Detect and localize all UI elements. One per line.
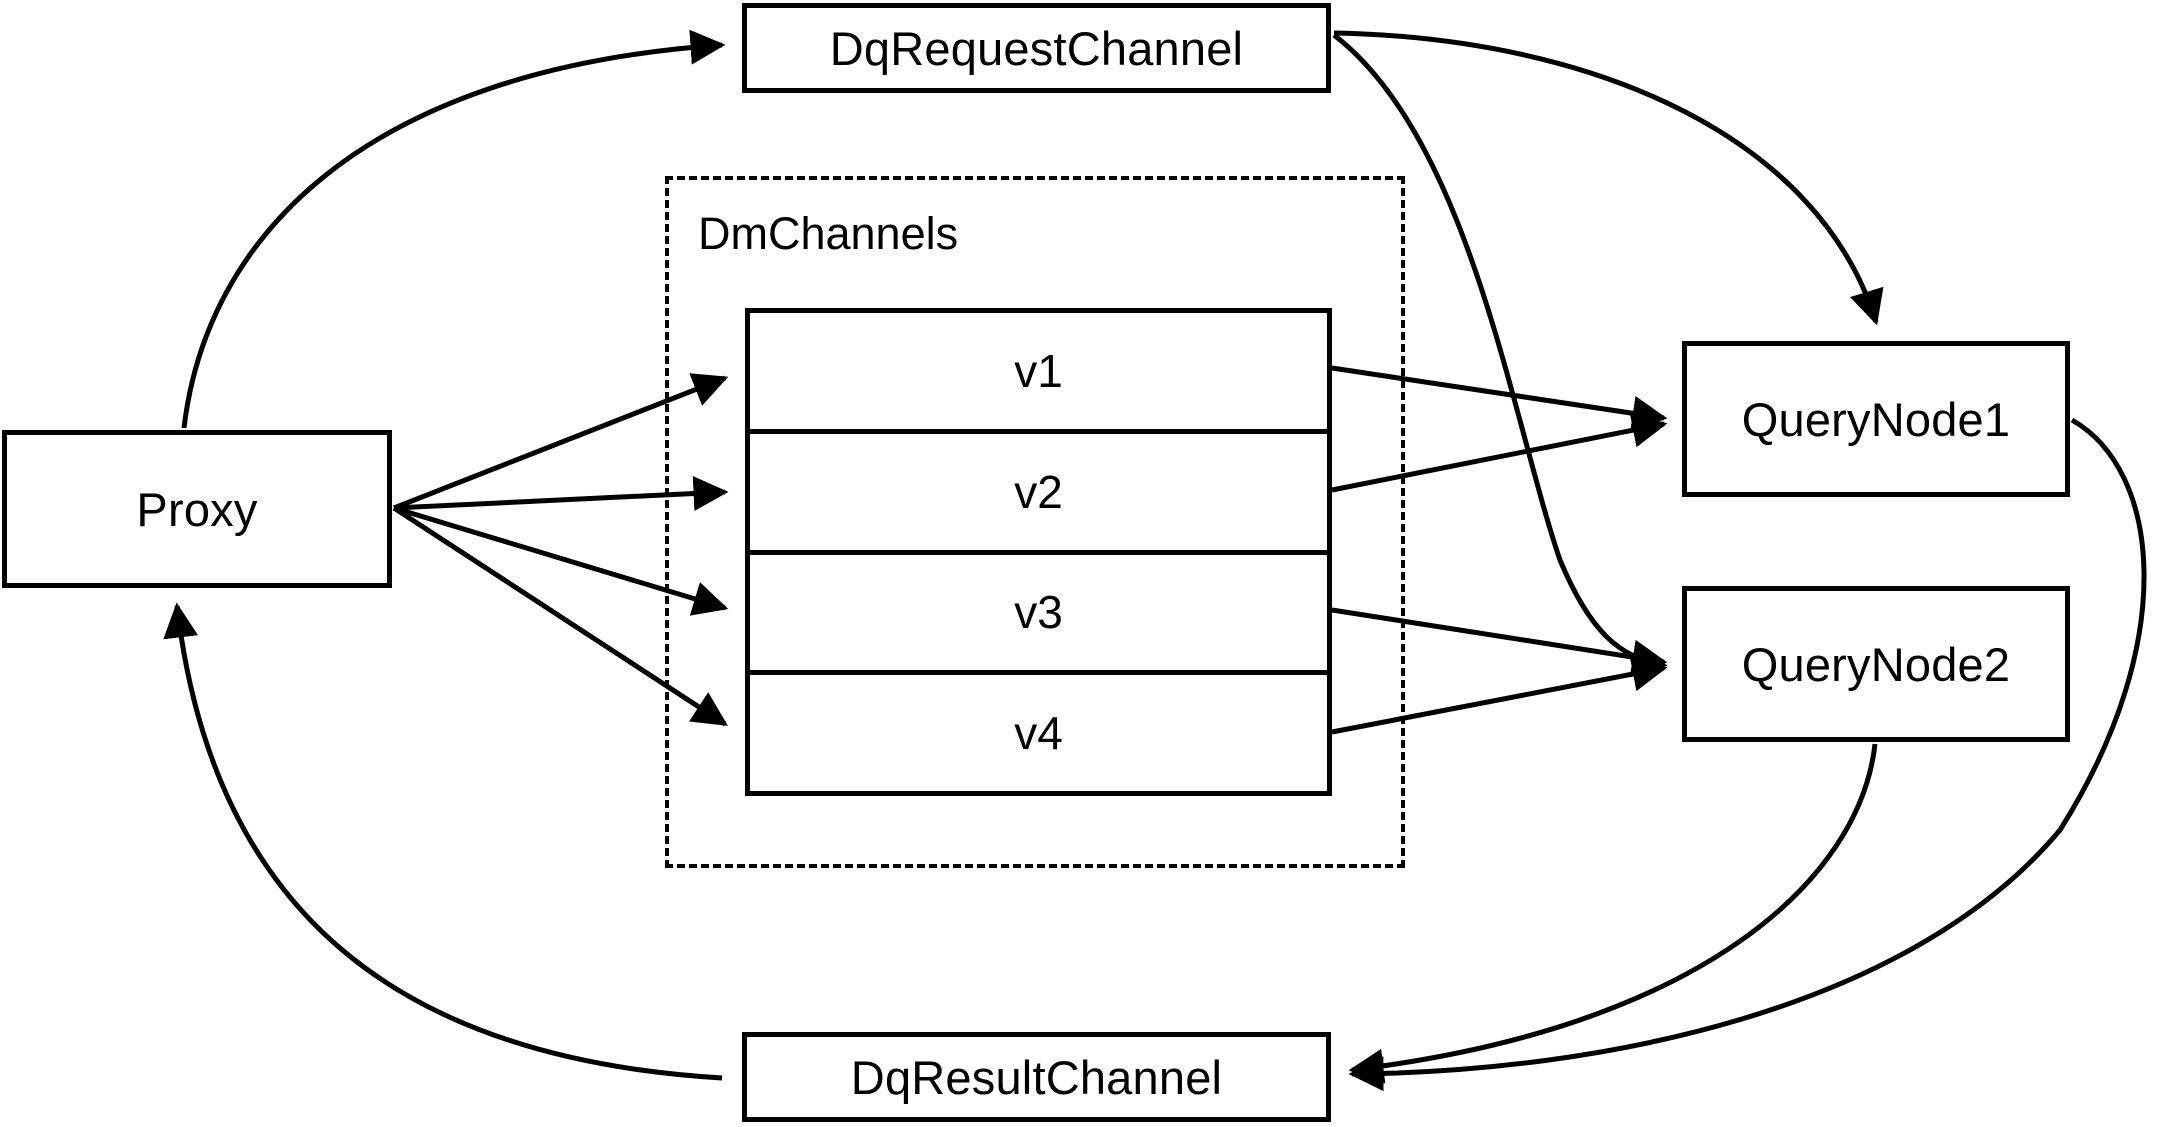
edge-querynode2-to-dq-result-channel <box>1348 743 1878 1084</box>
vchannel-label-v3: v3 <box>1014 586 1063 639</box>
node-dq-result-channel-label: DqResultChannel <box>850 1050 1223 1104</box>
edge-v3-to-querynode2 <box>1331 607 1668 675</box>
group-dm-channels <box>665 176 1405 868</box>
vchannel-label-v2: v2 <box>1014 465 1063 518</box>
edge-v4-to-querynode2 <box>1331 656 1668 735</box>
node-querynode1[interactable]: QueryNode1 <box>1682 341 2070 497</box>
vchannel-stack: v1 v2 v3 v4 <box>745 308 1332 796</box>
edge-proxy-to-v3 <box>393 505 729 616</box>
vchannel-row-v4[interactable]: v4 <box>750 675 1327 791</box>
edge-proxy-to-v2 <box>393 476 729 512</box>
edge-v2-to-querynode1 <box>1331 412 1668 493</box>
vchannel-label-v1: v1 <box>1014 344 1063 397</box>
edge-proxy-to-dq-request-channel <box>181 29 726 429</box>
node-querynode2-label: QueryNode2 <box>1741 637 2011 691</box>
node-proxy[interactable]: Proxy <box>2 430 392 588</box>
edge-dq-request-channel-to-querynode2 <box>1332 33 1668 678</box>
node-dq-request-channel-label: DqRequestChannel <box>829 21 1244 75</box>
vchannel-row-v1[interactable]: v1 <box>750 313 1327 434</box>
vchannel-label-v4: v4 <box>1014 707 1063 760</box>
group-dm-channels-label: DmChannels <box>698 208 959 259</box>
node-querynode2[interactable]: QueryNode2 <box>1682 586 2070 742</box>
edge-proxy-to-v1 <box>393 373 729 511</box>
edge-proxy-to-v4 <box>392 505 728 727</box>
node-proxy-label: Proxy <box>136 482 258 536</box>
node-dq-result-channel[interactable]: DqResultChannel <box>742 1032 1331 1122</box>
node-dq-request-channel[interactable]: DqRequestChannel <box>742 3 1331 93</box>
vchannel-row-v2[interactable]: v2 <box>750 434 1327 555</box>
edge-querynode1-to-dq-result-channel <box>1348 417 2147 1092</box>
vchannel-row-v3[interactable]: v3 <box>750 555 1327 676</box>
edge-dq-result-channel-to-proxy <box>163 602 723 1081</box>
node-querynode1-label: QueryNode1 <box>1741 392 2011 446</box>
edge-v1-to-querynode1 <box>1331 365 1668 431</box>
edge-dq-request-channel-to-querynode1 <box>1333 30 1884 326</box>
